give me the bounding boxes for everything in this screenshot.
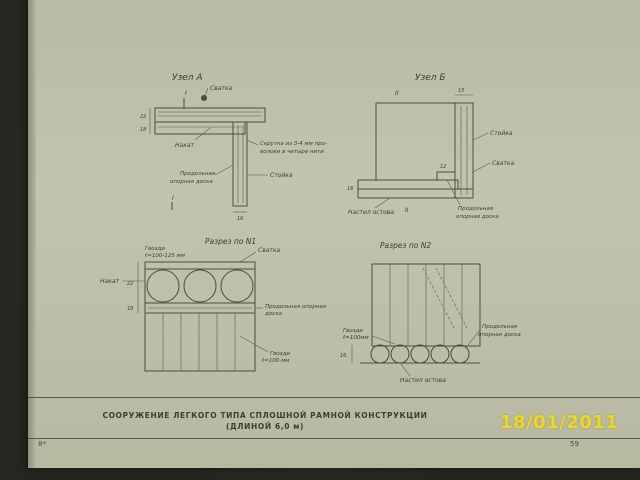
camera-date-stamp: 18/01/2011 bbox=[500, 412, 619, 433]
section-1-label-gvozdi-2: ℓ=100-125 мм bbox=[144, 253, 185, 259]
section-1-dim-18: 18 bbox=[127, 306, 133, 312]
node-b-label-prod-1: Продольная bbox=[458, 206, 494, 212]
footer-title-line-2: (ДЛИНОЙ 6,0 м) bbox=[225, 422, 304, 431]
page-number-right: 59 bbox=[570, 440, 579, 448]
node-a-label-stoika: Стойка bbox=[270, 172, 293, 179]
section-1-label-gvozdi-1: Гвозди bbox=[145, 246, 165, 252]
node-b-label-stoika: Стойка bbox=[490, 130, 513, 137]
section-1-label-nakat: Накат bbox=[100, 278, 119, 285]
section-1-diagram: Разрез по N1 Гвозди ℓ=100-125 мм Сватка … bbox=[100, 237, 327, 372]
node-b-label-prod-2: опорная доска bbox=[456, 214, 499, 220]
node-a-diagram: Узел А I Сватка Накат Скрутка из 3-4 мм … bbox=[140, 73, 327, 222]
node-b-label-nastil: Настил остова bbox=[348, 209, 394, 216]
section-1-label-prod-1: Продольная опорная bbox=[265, 304, 327, 310]
node-b-title: Узел Б bbox=[415, 73, 446, 83]
node-a-dim-22: 22 bbox=[140, 114, 146, 120]
footer-title: СООРУЖЕНИЕ ЛЕГКОГО ТИПА СПЛОШНОЙ РАМНОЙ … bbox=[100, 410, 430, 432]
node-a-label-skrutka-1: Скрутка из 3-4 мм про- bbox=[260, 141, 327, 147]
node-b-diagram: Узел Б II 15 12 16 Стойка Сватка Настил … bbox=[347, 73, 515, 220]
section-1-label-gvozdi-b1: Гвозди bbox=[270, 351, 290, 357]
section-2-label-gvozdi-2: ℓ=100мм bbox=[342, 335, 369, 341]
section-1-label-prod-2: доска bbox=[264, 311, 283, 317]
node-a-label-prod-2: опорная доска bbox=[170, 179, 213, 185]
footer-title-bar bbox=[28, 397, 640, 439]
node-a-label-skrutka-2: волоки в четыре нити bbox=[260, 149, 324, 155]
book-page bbox=[28, 0, 640, 468]
section-2-label-nastil: Настил остова bbox=[400, 377, 446, 384]
node-b-dim-12: 12 bbox=[440, 164, 446, 170]
section-2-dim-16: 16 bbox=[340, 353, 346, 359]
node-a-label-nakat: Накат bbox=[175, 142, 194, 149]
section-2-label-prod-2: опорная доска bbox=[478, 332, 521, 338]
section-2-label-prod-1: Продольная bbox=[482, 324, 518, 330]
node-a-sectmark-bottom: I bbox=[172, 195, 174, 202]
node-a-sectmark-top: I bbox=[185, 90, 187, 97]
section-2-label-gvozdi-1: Гвозди bbox=[343, 328, 363, 334]
section-1-title: Разрез по N1 bbox=[205, 237, 256, 246]
section-2-title: Разрез по N2 bbox=[380, 241, 431, 250]
node-a-dim-16: 16 bbox=[237, 216, 243, 222]
node-b-label-svyatka: Сватка bbox=[492, 160, 515, 167]
page-binding bbox=[28, 0, 36, 468]
footer-title-line-1: СООРУЖЕНИЕ ЛЕГКОГО ТИПА СПЛОШНОЙ РАМНОЙ … bbox=[102, 411, 428, 420]
node-a-dim-18: 18 bbox=[140, 127, 146, 133]
section-1-dim-22: 22 bbox=[127, 281, 133, 287]
node-b-sectmark-top: II bbox=[395, 90, 399, 97]
node-a-label-prod-1: Продольная bbox=[180, 171, 216, 177]
node-a-label-svyatka: Сватка bbox=[210, 85, 233, 92]
node-b-dim-16: 16 bbox=[347, 186, 353, 192]
node-b-sectmark-bottom: II bbox=[405, 207, 409, 214]
node-a-title: Узел А bbox=[172, 73, 203, 83]
section-1-label-svyatka: Сватка bbox=[258, 247, 281, 254]
section-2-diagram: Разрез по N2 Гвозди ℓ=100мм 16 Продольна… bbox=[340, 241, 521, 384]
page-number-left: 8* bbox=[38, 440, 46, 448]
node-b-dim-15: 15 bbox=[458, 88, 464, 94]
section-1-label-gvozdi-b2: ℓ=100 мм bbox=[261, 358, 289, 364]
